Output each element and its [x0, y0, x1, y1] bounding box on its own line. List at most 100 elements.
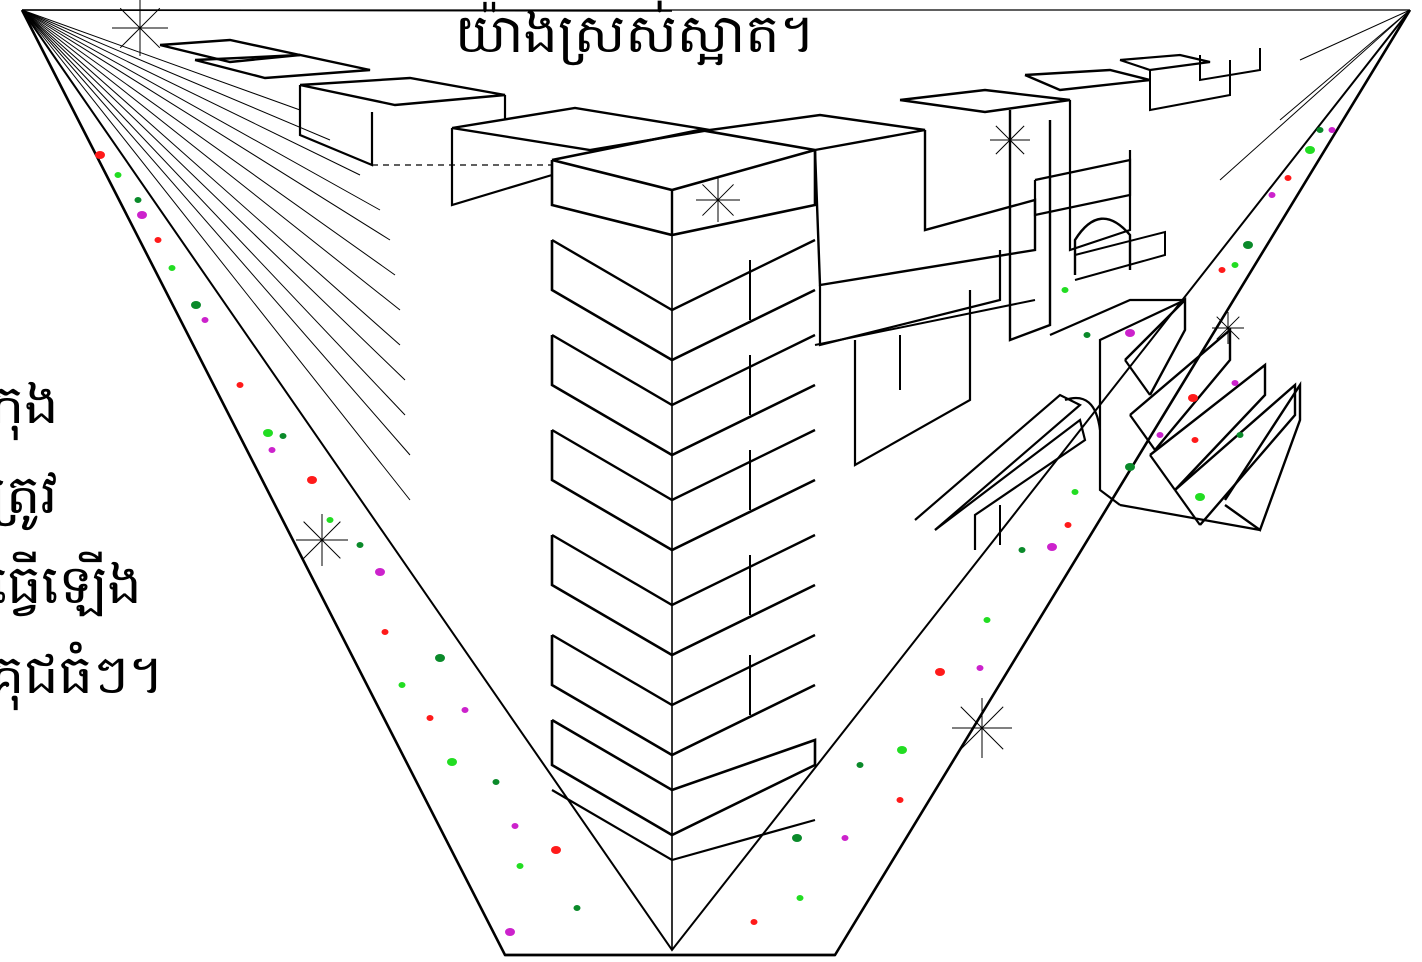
- confetti-dot: [1125, 329, 1135, 337]
- rooftop-right-far: [1024, 68, 1151, 92]
- caption-left-line-1: កុង: [0, 373, 59, 436]
- mid-block-lower: [853, 290, 972, 467]
- confetti-dot: [1305, 146, 1315, 154]
- sparkle-icon: [296, 514, 348, 566]
- confetti-dot: [137, 211, 147, 219]
- sparkle-marks: [112, 0, 1244, 758]
- confetti-dot: [1061, 287, 1069, 293]
- confetti-dot: [976, 665, 984, 671]
- confetti-dot: [841, 835, 849, 841]
- vanishing-ray: [21, 9, 301, 111]
- caption-left-line-2: ត្រូវ: [0, 463, 58, 526]
- confetti-dot: [1125, 463, 1135, 471]
- slab-top: [551, 633, 816, 707]
- confetti-dot: [897, 746, 907, 754]
- rooftop-right-far-2: [1119, 53, 1211, 72]
- confetti-dot: [1231, 262, 1239, 268]
- confetti-dot: [750, 919, 758, 925]
- vanishing-ray: [21, 9, 331, 141]
- confetti-dot: [1284, 175, 1292, 181]
- confetti-dot: [279, 433, 287, 439]
- caption-top-text: យ៉ាងស្រស់ស្អាត។: [455, 2, 816, 65]
- mid-ledge: [818, 250, 1002, 347]
- building-left-side: [298, 85, 374, 167]
- confetti-dot: [551, 846, 561, 854]
- confetti-dot: [1236, 432, 1244, 438]
- vanishing-ray: [21, 9, 401, 346]
- vanishing-ray: [21, 9, 361, 176]
- sparkle-icon: [696, 178, 740, 222]
- confetti-dot: [356, 542, 364, 548]
- confetti-dot: [896, 797, 904, 803]
- mid-ledge-2: [814, 299, 1036, 346]
- confetti-dot: [983, 617, 991, 623]
- caption-left-line-4: គុជធំៗ។: [0, 643, 165, 706]
- right-tower-band: [1033, 158, 1132, 217]
- buildings: [159, 38, 1261, 950]
- confetti-dot: [1188, 394, 1198, 402]
- confetti-dot: [435, 654, 445, 662]
- rooftop-left: [194, 53, 371, 80]
- confetti-dot: [1156, 432, 1164, 438]
- confetti-dot: [1071, 489, 1079, 495]
- right-far-block-2: [1199, 48, 1261, 82]
- confetti-dot: [1243, 241, 1253, 249]
- confetti-dot: [263, 429, 273, 437]
- confetti-dot: [1083, 332, 1091, 338]
- confetti-dot: [1218, 267, 1226, 273]
- staircase: [1119, 297, 1302, 532]
- caption-left-line-3: ធ្វើឡើង: [0, 553, 142, 616]
- vanishing-ray: [21, 9, 406, 416]
- confetti-dot: [426, 715, 434, 721]
- slab-top: [551, 533, 816, 607]
- roof-box-sides: [550, 150, 817, 237]
- confetti-dot: [134, 197, 142, 203]
- confetti-dot: [461, 707, 469, 713]
- building-left-front: [450, 128, 553, 207]
- confetti-dot: [191, 301, 201, 309]
- confetti-dot: [201, 317, 209, 323]
- confetti-dot: [505, 928, 515, 936]
- slab-top: [551, 238, 816, 312]
- confetti-dot: [375, 568, 385, 576]
- rooftop-right: [899, 88, 1071, 114]
- rooftop-left: [299, 76, 506, 107]
- confetti-dot: [236, 382, 244, 388]
- slab-edge: [550, 335, 816, 457]
- confetti-dots: [95, 127, 1336, 936]
- confetti-dot: [1268, 192, 1276, 198]
- confetti-dot: [1064, 522, 1072, 528]
- stair-step: [1149, 362, 1267, 491]
- slab-low: [550, 718, 817, 837]
- confetti-dot: [796, 895, 804, 901]
- confetti-dot: [1047, 543, 1057, 551]
- street-center-fold: [21, 9, 1411, 952]
- arch-step: [1074, 230, 1166, 281]
- rooftop-left: [451, 106, 711, 152]
- vanishing-ray: [1219, 9, 1411, 181]
- sparkle-icon: [112, 0, 168, 56]
- vanishing-ray: [1299, 9, 1411, 61]
- confetti-dot: [398, 682, 406, 688]
- slab-lower: [551, 789, 816, 862]
- sparkle-icon: [1212, 312, 1244, 344]
- confetti-dot: [792, 834, 802, 842]
- small-arch: [1064, 397, 1102, 431]
- confetti-dot: [1316, 127, 1324, 133]
- confetti-dot: [1328, 127, 1336, 133]
- slab-edge: [550, 430, 816, 552]
- slab-edge: [550, 635, 816, 757]
- confetti-dot: [268, 447, 276, 453]
- vanishing-ray: [21, 9, 391, 241]
- right-tower-front: [1008, 110, 1052, 342]
- roof-box-top: [551, 128, 816, 192]
- vanishing-ray: [21, 9, 401, 311]
- stair-base: [1223, 380, 1302, 532]
- slab-edge: [550, 535, 816, 657]
- vanishing-rays: [21, 9, 1411, 501]
- confetti-dot: [492, 779, 500, 785]
- ledge-wall: [914, 393, 1082, 531]
- confetti-dot: [516, 863, 524, 869]
